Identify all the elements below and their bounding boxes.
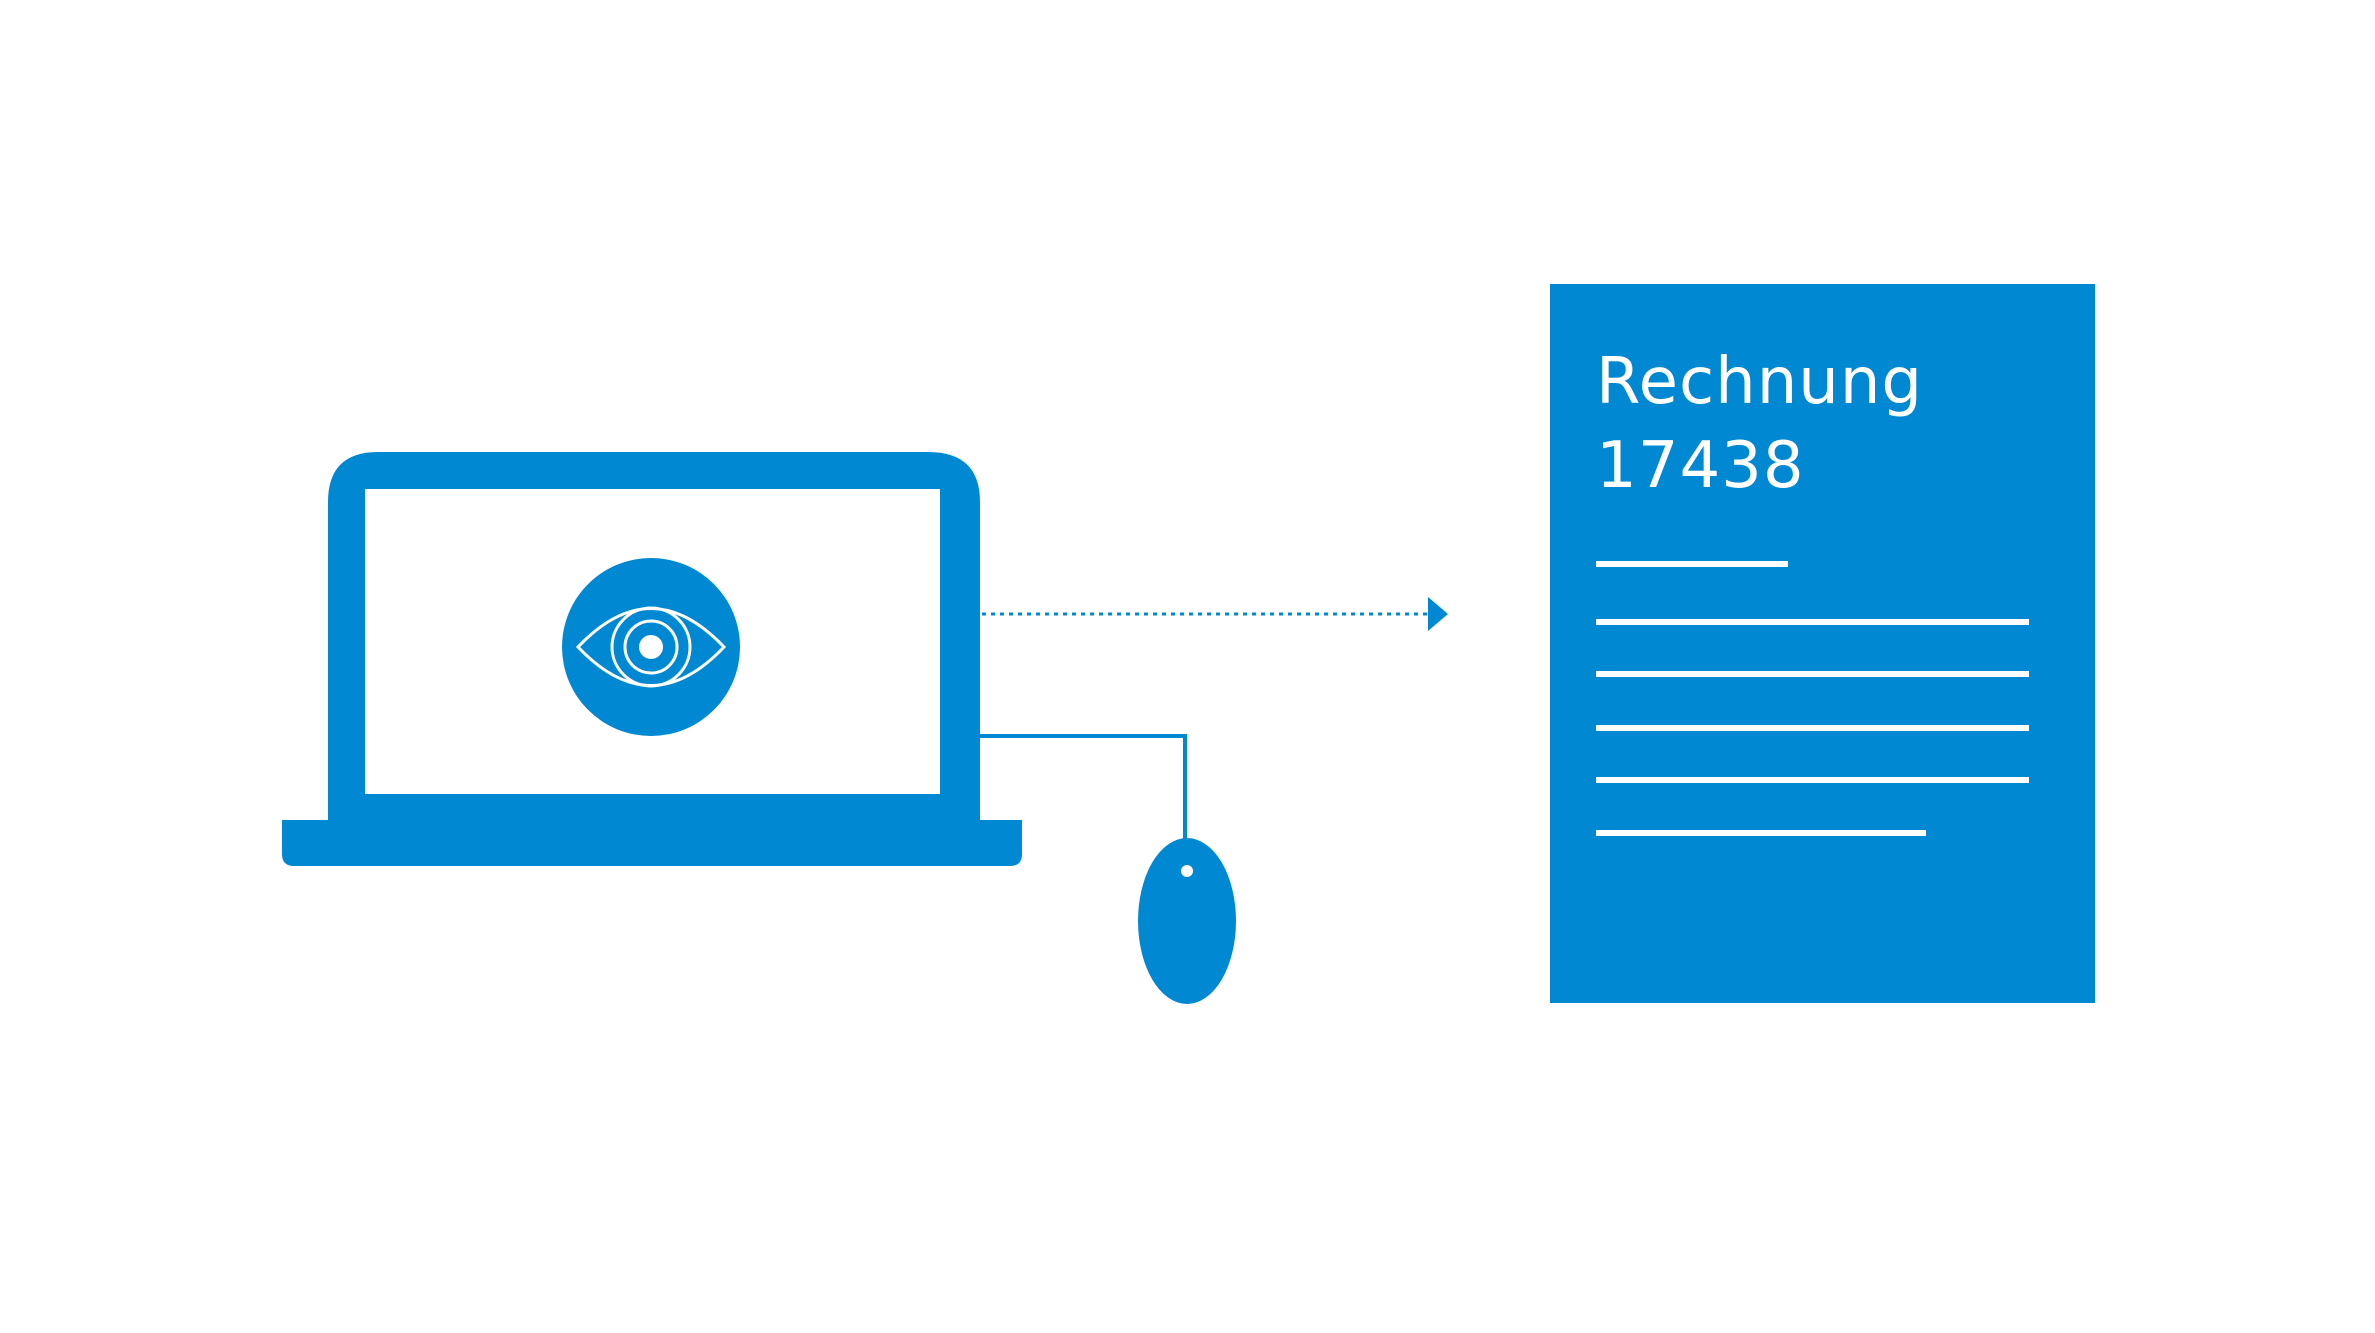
document-line [1596,830,1926,836]
document-title-line2: 17438 [1596,429,1805,503]
document-line [1596,725,2029,731]
laptop-base [282,820,1022,866]
document-line [1596,671,2029,677]
document-icon [1550,284,2095,1003]
document-title-line1: Rechnung [1596,345,1924,419]
document-title: Rechnung 17438 [1596,340,1923,508]
document-line [1596,777,2029,783]
dotted-arrow [982,597,1448,631]
mouse-icon [1138,838,1236,1004]
mouse-cable [980,734,1187,840]
document-page [1550,284,2095,1003]
document-line [1596,619,2029,625]
eye-icon [562,558,740,736]
document-line [1596,561,1788,567]
laptop-icon [282,452,1022,866]
